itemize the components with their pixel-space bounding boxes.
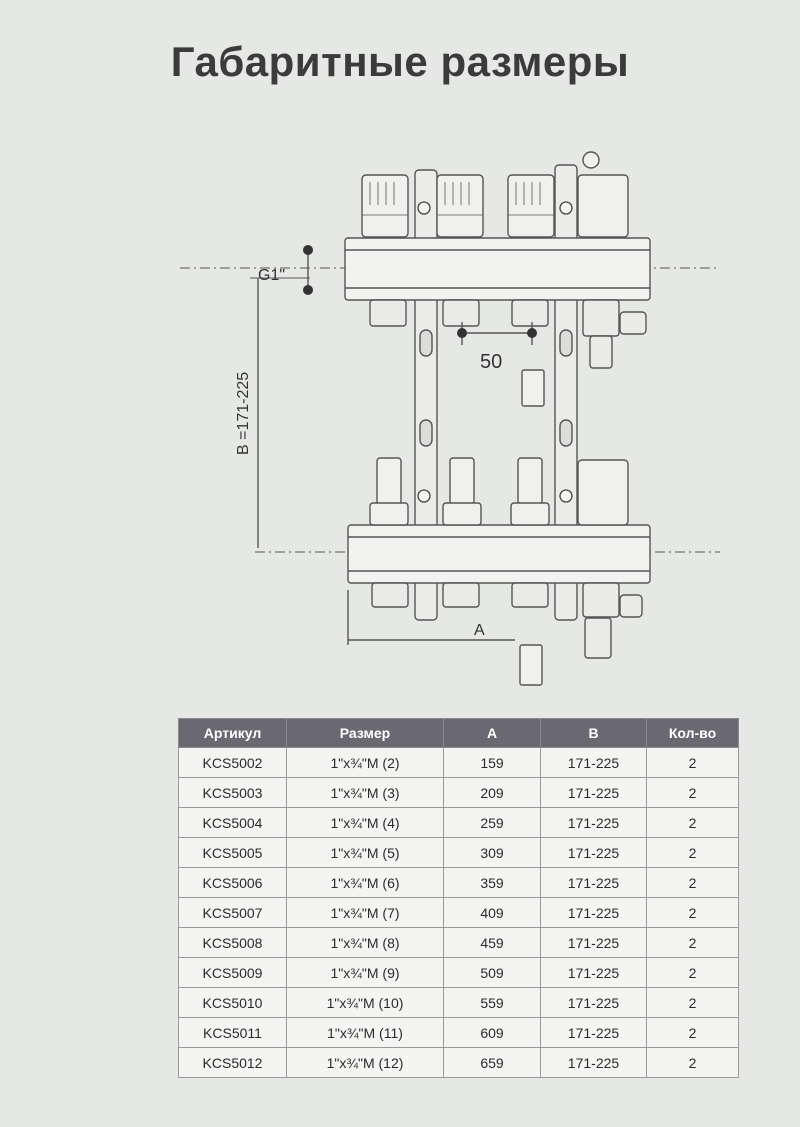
cell-qty: 2 (646, 1047, 739, 1078)
cell-a: 509 (443, 957, 541, 988)
cell-a: 409 (443, 897, 541, 928)
cell-article: KCS5010 (178, 987, 287, 1018)
cell-a: 459 (443, 927, 541, 958)
page-title: Габаритные размеры (170, 38, 630, 85)
cell-size: 1"x¾"M (6) (286, 867, 444, 898)
cell-b: 171-225 (540, 777, 647, 808)
cell-b: 171-225 (540, 867, 647, 898)
cell-b: 171-225 (540, 987, 647, 1018)
cell-size: 1"x¾"M (8) (286, 927, 444, 958)
cell-article: KCS5012 (178, 1047, 287, 1078)
header-qty: Кол-во (646, 718, 739, 748)
cell-b: 171-225 (540, 837, 647, 868)
cell-a: 309 (443, 837, 541, 868)
cell-b: 171-225 (540, 897, 647, 928)
manifold-drawing: G1" 50 B =171-225 A (180, 151, 720, 686)
cell-qty: 2 (646, 837, 739, 868)
table-header-row: Артикул Размер A B Кол-во (178, 718, 739, 748)
cell-b: 171-225 (540, 1047, 647, 1078)
cell-qty: 2 (646, 927, 739, 958)
dimension-pitch-label: 50 (480, 351, 502, 373)
cell-a: 259 (443, 807, 541, 838)
cell-article: KCS5002 (178, 747, 287, 778)
cell-b: 171-225 (540, 957, 647, 988)
cell-size: 1"x¾"M (4) (286, 807, 444, 838)
header-a: A (443, 718, 541, 748)
cell-qty: 2 (646, 1017, 739, 1048)
cell-b: 171-225 (540, 807, 647, 838)
cell-qty: 2 (646, 897, 739, 928)
cell-size: 1"x¾"M (7) (286, 897, 444, 928)
cell-b: 171-225 (540, 927, 647, 958)
cell-a: 359 (443, 867, 541, 898)
cell-article: KCS5003 (178, 777, 287, 808)
cell-size: 1"x¾"M (5) (286, 837, 444, 868)
cell-size: 1"x¾"M (11) (286, 1017, 444, 1048)
cell-a: 559 (443, 987, 541, 1018)
cell-b: 171-225 (540, 1017, 647, 1048)
cell-a: 609 (443, 1017, 541, 1048)
dimension-b-label: B =171-225 (235, 372, 252, 455)
cell-qty: 2 (646, 747, 739, 778)
dimension-g-label: G1" (258, 267, 285, 284)
cell-article: KCS5007 (178, 897, 287, 928)
cell-qty: 2 (646, 987, 739, 1018)
header-article: Артикул (178, 718, 287, 748)
cell-size: 1"x¾"M (2) (286, 747, 444, 778)
cell-article: KCS5004 (178, 807, 287, 838)
cell-size: 1"x¾"M (3) (286, 777, 444, 808)
cell-size: 1"x¾"M (10) (286, 987, 444, 1018)
cell-a: 209 (443, 777, 541, 808)
cell-qty: 2 (646, 777, 739, 808)
cell-qty: 2 (646, 867, 739, 898)
cell-a: 159 (443, 747, 541, 778)
cell-qty: 2 (646, 957, 739, 988)
cell-qty: 2 (646, 807, 739, 838)
header-size: Размер (286, 718, 444, 748)
header-b: B (540, 718, 647, 748)
cell-size: 1"x¾"M (12) (286, 1047, 444, 1078)
cell-a: 659 (443, 1047, 541, 1078)
cell-article: KCS5006 (178, 867, 287, 898)
cell-article: KCS5005 (178, 837, 287, 868)
dimension-a-label: A (474, 622, 485, 639)
cell-article: KCS5009 (178, 957, 287, 988)
cell-b: 171-225 (540, 747, 647, 778)
cell-article: KCS5008 (178, 927, 287, 958)
cell-size: 1"x¾"M (9) (286, 957, 444, 988)
cell-article: KCS5011 (178, 1017, 287, 1048)
